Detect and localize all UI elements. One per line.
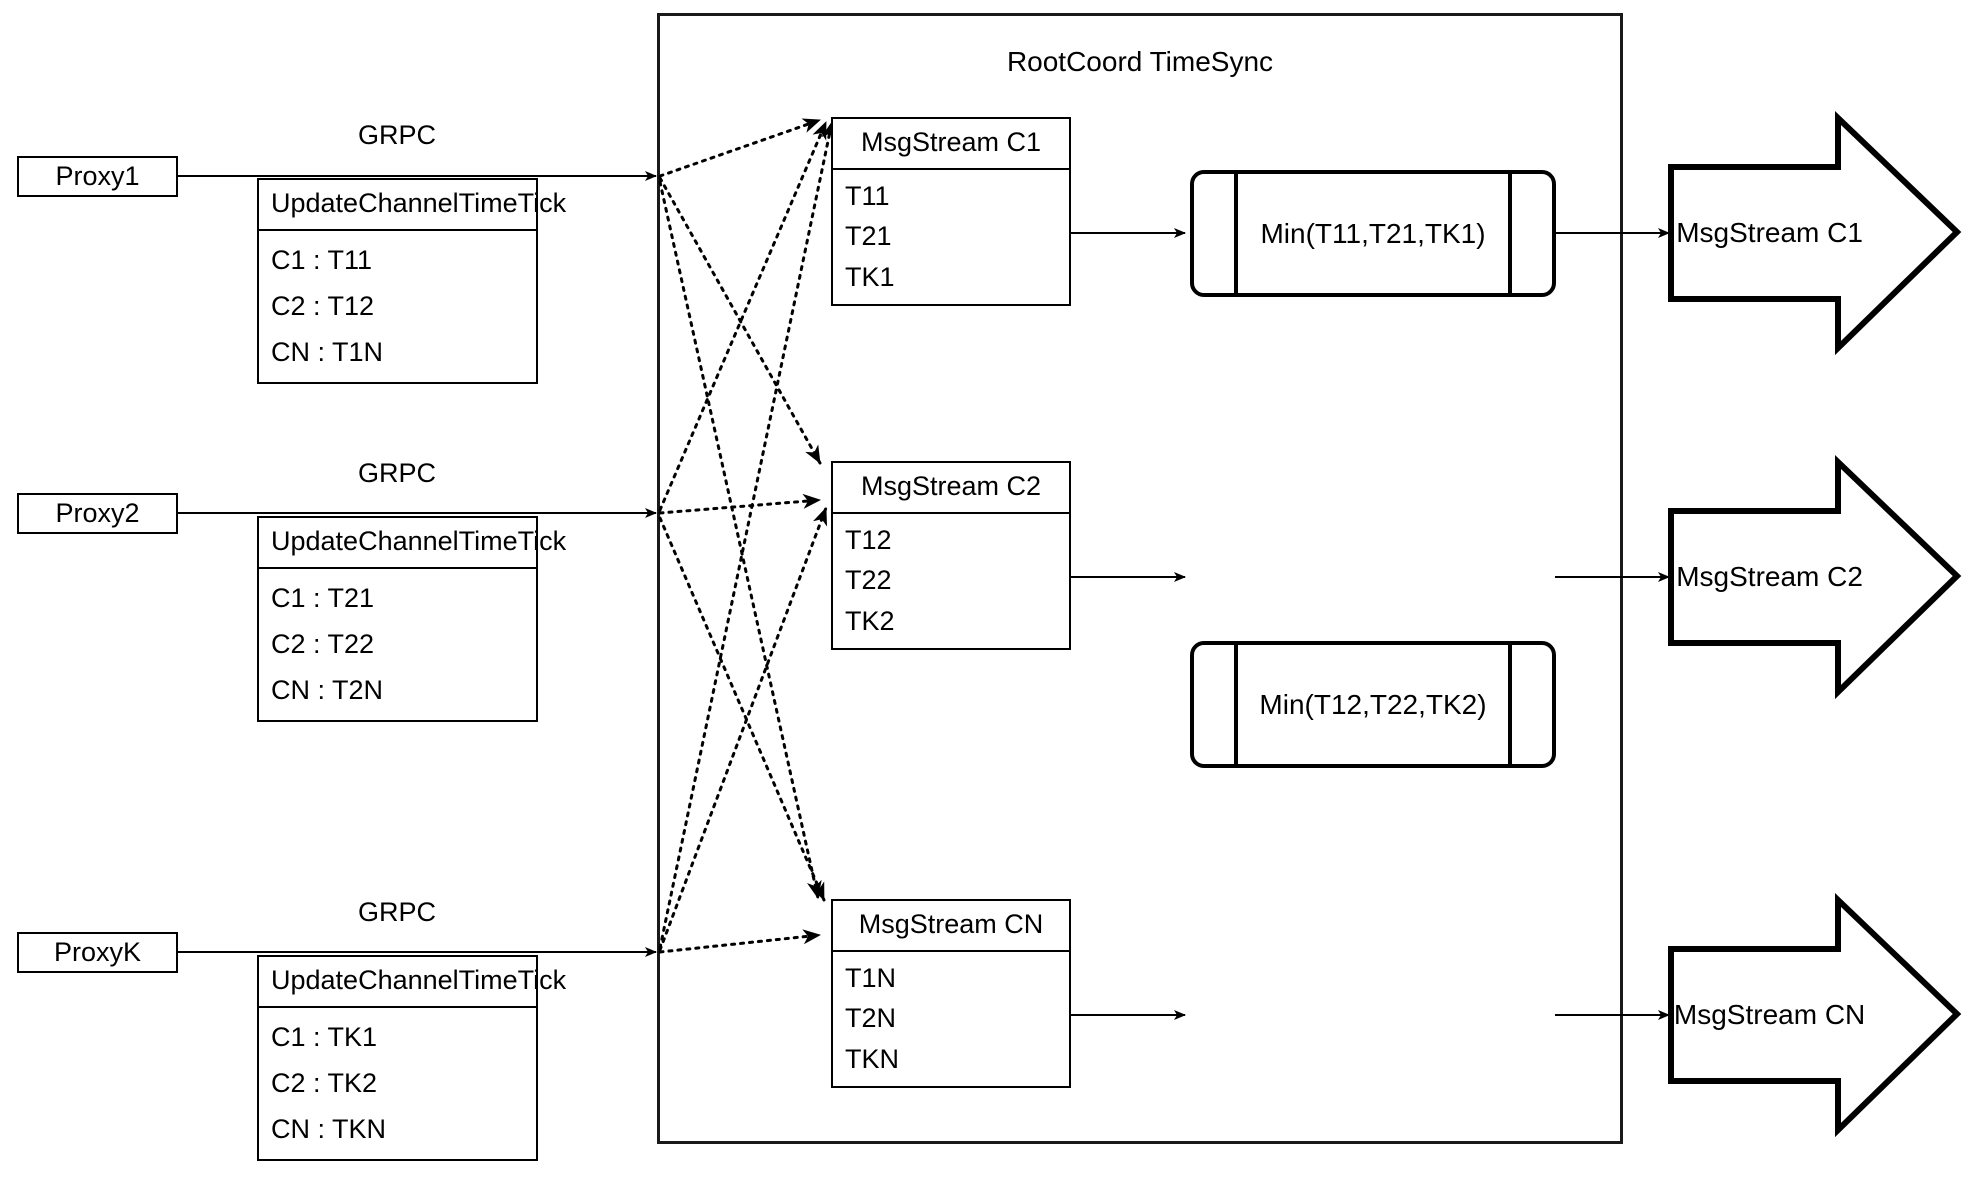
msgstream-row: TK1 <box>845 262 895 293</box>
group-title: RootCoord TimeSync <box>1006 46 1274 77</box>
request-row: C1 : T21 <box>271 582 375 613</box>
msgstream-row: T21 <box>845 221 892 252</box>
request-header: UpdateChannelTimeTick <box>259 518 566 569</box>
edge-label-grpc-2: GRPC <box>357 458 436 488</box>
request-row: C2 : T22 <box>271 628 375 659</box>
msgstream-rows: T12 T22 TK2 <box>833 514 1069 648</box>
update-channel-timetick-box-1[interactable]: UpdateChannelTimeTick C1 : T11 C2 : T12 … <box>257 178 566 384</box>
output-block-arrow-2[interactable]: MsgStream C2 <box>1671 511 1961 643</box>
min-process-box-2[interactable]: Min(T12,T22,TK2) <box>1190 641 1556 768</box>
min-process-box-1[interactable]: Min(T11,T21,TK1) <box>1190 170 1556 297</box>
process-label: Min(T11,T21,TK1) <box>1260 217 1486 249</box>
request-rows: C1 : T21 C2 : T22 CN : T2N <box>259 569 536 720</box>
process-bar-left <box>1234 174 1238 293</box>
msgstream-row: T22 <box>845 565 892 596</box>
msgstream-box-c2[interactable]: MsgStream C2 T12 T22 TK2 <box>831 461 1071 650</box>
output-block-arrow-1[interactable]: MsgStream C1 <box>1671 167 1961 299</box>
msgstream-row: T11 <box>845 180 890 211</box>
update-channel-timetick-box-2[interactable]: UpdateChannelTimeTick C1 : T21 C2 : T22 … <box>257 516 566 722</box>
proxy-box-2[interactable]: Proxy2 <box>17 493 178 534</box>
msgstream-header: MsgStream C2 <box>833 463 1069 514</box>
request-row: CN : T2N <box>271 675 384 706</box>
output-label: MsgStream C1 <box>1676 217 1863 248</box>
process-bar-right <box>1508 645 1512 764</box>
process-bar-left <box>1234 645 1238 764</box>
process-bar-right <box>1508 174 1512 293</box>
request-row: C1 : T11 <box>271 244 373 275</box>
request-rows: C1 : T11 C2 : T12 CN : T1N <box>259 231 536 382</box>
request-row: CN : T1N <box>271 337 384 368</box>
request-header: UpdateChannelTimeTick <box>259 180 566 231</box>
edge-label-grpc-1: GRPC <box>357 120 436 150</box>
msgstream-box-c1[interactable]: MsgStream C1 T11 T21 TK1 <box>831 117 1071 306</box>
msgstream-row: T12 <box>845 524 892 555</box>
msgstream-header: MsgStream CN <box>833 901 1069 952</box>
request-header: UpdateChannelTimeTick <box>259 957 566 1008</box>
edge-label-grpc-3: GRPC <box>357 897 436 927</box>
update-channel-timetick-box-3[interactable]: UpdateChannelTimeTick C1 : TK1 C2 : TK2 … <box>257 955 566 1161</box>
output-block-arrow-3[interactable]: MsgStream CN <box>1671 949 1961 1081</box>
request-row: C2 : TK2 <box>271 1067 378 1098</box>
output-label: MsgStream CN <box>1673 999 1866 1030</box>
msgstream-rows: T11 T21 TK1 <box>833 170 1069 304</box>
msgstream-row: T2N <box>845 1003 897 1034</box>
msgstream-rows: T1N T2N TKN <box>833 952 1069 1086</box>
msgstream-row: TKN <box>845 1044 899 1075</box>
request-row: CN : TKN <box>271 1114 387 1145</box>
request-rows: C1 : TK1 C2 : TK2 CN : TKN <box>259 1008 536 1159</box>
msgstream-header: MsgStream C1 <box>833 119 1069 170</box>
msgstream-box-cn[interactable]: MsgStream CN T1N T2N TKN <box>831 899 1071 1088</box>
proxy-label: Proxy1 <box>55 161 140 191</box>
proxy-label: Proxy2 <box>55 498 140 528</box>
msgstream-row: T1N <box>845 962 897 993</box>
request-row: C1 : TK1 <box>271 1021 378 1052</box>
proxy-box-1[interactable]: Proxy1 <box>17 156 178 197</box>
process-label: Min(T12,T22,TK2) <box>1259 688 1487 720</box>
request-row: C2 : T12 <box>271 290 375 321</box>
msgstream-row: TK2 <box>845 606 895 637</box>
proxy-box-3[interactable]: ProxyK <box>17 932 178 973</box>
proxy-label: ProxyK <box>53 937 142 967</box>
output-label: MsgStream C2 <box>1676 561 1863 592</box>
